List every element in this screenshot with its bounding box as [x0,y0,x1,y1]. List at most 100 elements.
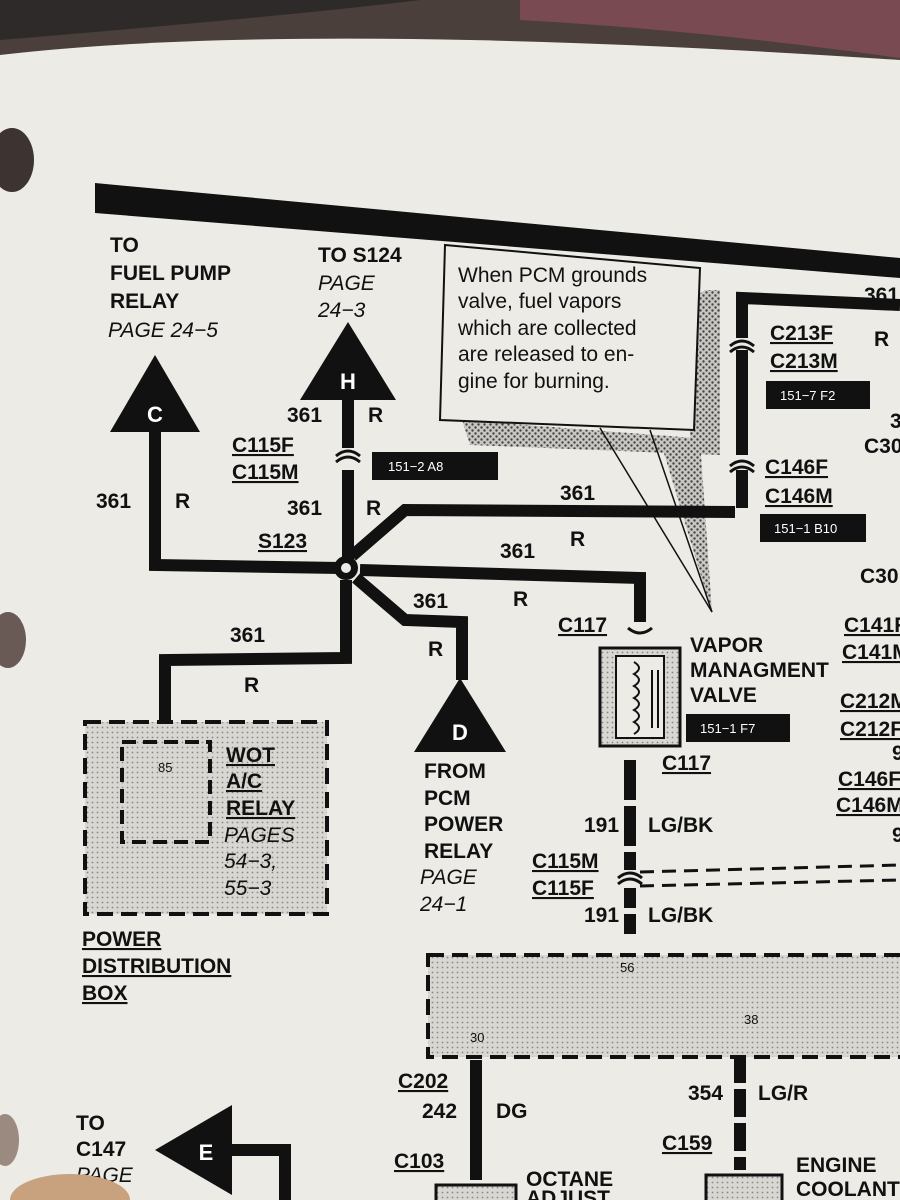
wire-361-pdb-num: 361 [230,624,265,647]
coolant-label: COOLANT [796,1178,900,1200]
re-c146f: C146F [838,768,900,791]
arrow-d-letter: D [452,720,468,745]
arrow-h-letter: H [340,369,356,394]
pdb-label1: POWER [82,928,161,951]
c115m-lower-label: C115M [532,850,599,873]
connector-c115: C115F C115M 151−2 A8 [232,434,498,484]
right-edge-labels: 361 R 3 C30 C30 C141F C141M C212M C212F … [836,284,900,847]
c115m-label: C115M [232,461,299,484]
arrow-e-letter: E [199,1140,214,1165]
wire-361-right-num: 361 [500,540,535,563]
splice-label: S123 [258,530,307,553]
octane-label-2: ADJUST [526,1187,610,1200]
note-line3: which are collected [457,317,637,340]
pcm-block: 56 30 38 [426,953,900,1059]
pcm-pin-56: 56 [620,960,634,975]
w354-color: LG/R [758,1082,808,1105]
pdb-label2: DISTRIBUTION [82,955,231,978]
wire-361-mid-num: 361 [287,497,322,520]
tag-vmv: 151−1 F7 [700,721,755,736]
c202-label: C202 [398,1070,448,1093]
tag-c213: 151−7 F2 [780,388,835,403]
wire-361-pdb-color: R [244,674,259,697]
coil-icon [632,661,640,735]
vmv-line3: VALVE [690,684,757,707]
c117-top-label: C117 [558,614,607,637]
wire-361-h-num: 361 [287,404,322,427]
c115f-lower-label: C115F [532,877,594,900]
destination-h: TO S124 PAGE 24−3 H [300,244,402,400]
tag-c115: 151−2 A8 [388,459,443,474]
relay-pages2: 54−3, [224,850,277,873]
re-9a: 9 [892,742,900,765]
note-line2: valve, fuel vapors [458,290,621,313]
w191-num-2: 191 [584,904,619,927]
dest-h-page2: 24−3 [317,299,366,322]
dest-d-line3: POWER [424,813,503,836]
dest-e-line1: TO [76,1112,105,1135]
c115f-label: C115F [232,434,294,457]
c117-bottom-label: C117 [662,752,711,775]
dest-d-line1: FROM [424,760,486,783]
destination-c: TO FUEL PUMP RELAY PAGE 24−5 C [108,234,231,432]
tag-c146: 151−1 B10 [774,521,837,536]
w191-color: LG/BK [648,814,713,837]
vapor-management-valve: C117 VAPOR MANAGMENT VALVE 151−1 F7 C117 [558,614,829,775]
wire-361-right-color: R [513,588,528,611]
octane-label: OCTANE [526,1168,613,1191]
dest-d-page1: PAGE [420,866,478,889]
header-bar [95,183,900,278]
dest-c-line2: FUEL PUMP [110,262,231,285]
relay-line2: A/C [226,770,262,793]
c146m-label: C146M [765,485,833,508]
pdb-pin-85: 85 [158,760,172,775]
w191-color-2: LG/BK [648,904,713,927]
re-c212f: C212F [840,718,900,741]
wire-242: C202 242 DG C103 OCTANE ADJUST [394,1060,613,1200]
dest-e-line2: C147 [76,1138,126,1161]
relay-line3: RELAY [226,797,295,820]
wot-relay [120,740,212,844]
re-c146m: C146M [836,794,900,817]
re-c141m: C141M [842,641,900,664]
arrow-c-letter: C [147,402,163,427]
re-361: 361 [864,284,899,307]
arrow-e-icon [155,1105,232,1195]
c159-label: C159 [662,1132,712,1155]
c103-label: C103 [394,1150,444,1173]
pdb-label3: BOX [82,982,128,1005]
engine-label: ENGINE [796,1154,877,1177]
re-c141f: C141F [844,614,900,637]
wire-361-h-color: R [368,404,383,427]
destination-e: TO C147 PAGE E [76,1105,291,1200]
re-9b: 9 [892,824,900,847]
relay-pages1: PAGES [224,824,295,847]
re-c30a: C30 [864,435,900,458]
wire-361-upright-color: R [570,528,585,551]
w242-color: DG [496,1100,528,1123]
binder-hole [0,128,34,192]
power-distribution-box: 85 WOT A/C RELAY PAGES 54−3, 55−3 POWER … [82,720,329,1005]
connector-c146: C146F C146M 151−1 B10 [760,456,866,542]
note-line4: are released to en- [458,343,634,366]
destination-d: D FROM PCM POWER RELAY PAGE 24−1 [414,678,506,916]
wire-361-d-num: 361 [413,590,448,613]
dest-d-page2: 24−1 [419,893,467,916]
vmv-line1: VAPOR [690,634,763,657]
relay-pages3: 55−3 [224,877,272,900]
wire-labels-361: 361 R 361 R 361 R 361 R 361 R 361 R 361 … [96,404,595,697]
w354-num: 354 [688,1082,723,1105]
wire-361-mid-color: R [366,497,381,520]
connector-chevrons [335,339,755,886]
wire-354: 354 LG/R C159 ENGINE COOLANT [662,1055,900,1200]
w191-num: 191 [584,814,619,837]
wires-361 [149,291,900,745]
pcm-pin-38: 38 [744,1012,758,1027]
wire-361-left-color: R [175,490,190,513]
note-line5: gine for burning. [458,370,610,393]
note-callout: When PCM grounds valve, fuel vapors whic… [438,243,720,613]
finger [10,1174,130,1200]
c213f-label: C213F [770,322,833,345]
dest-h-page1: PAGE [318,272,376,295]
